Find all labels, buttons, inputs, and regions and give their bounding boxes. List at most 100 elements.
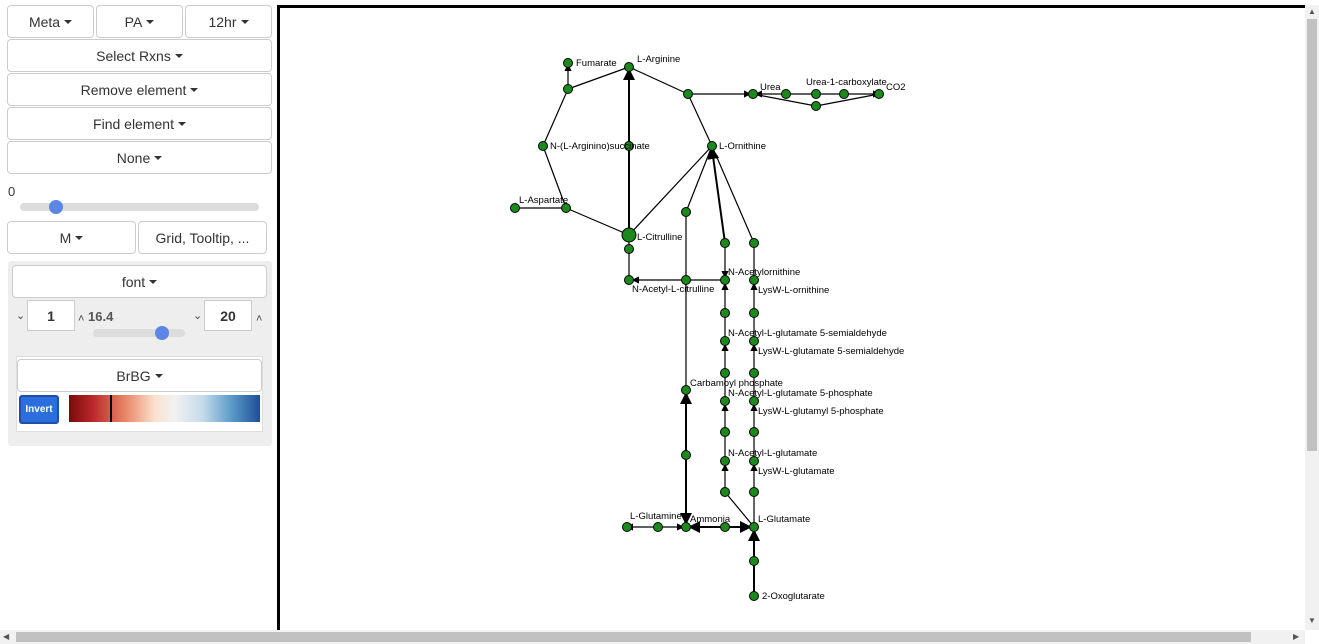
time-dropdown[interactable]: 12hr <box>185 5 272 38</box>
node-lysw-glutamyl-phosphate[interactable] <box>749 396 759 406</box>
reaction-node[interactable] <box>720 308 730 318</box>
scroll-right-icon[interactable]: ▶ <box>1293 632 1300 641</box>
edge <box>628 66 689 95</box>
font-min-input[interactable]: 1 <box>27 300 75 331</box>
reaction-node[interactable] <box>749 556 759 566</box>
pa-dropdown[interactable]: PA <box>96 5 183 38</box>
reaction-node[interactable] <box>653 522 663 532</box>
find-element-dropdown[interactable]: Find element <box>7 107 272 140</box>
reaction-node[interactable] <box>563 84 573 94</box>
none-dropdown[interactable]: None <box>7 141 272 174</box>
reaction-node[interactable] <box>749 487 759 497</box>
chevron-down-icon <box>154 155 163 160</box>
reaction-node[interactable] <box>720 238 730 248</box>
font-max-decrement-icon[interactable]: ⌄ <box>193 310 203 322</box>
chevron-down-icon <box>146 19 155 24</box>
font-max-input[interactable]: 20 <box>204 300 252 331</box>
select-rxns-dropdown[interactable]: Select Rxns <box>7 39 272 72</box>
m-dropdown[interactable]: M <box>7 221 136 254</box>
scroll-up-icon[interactable]: ▲ <box>1308 7 1316 16</box>
node-urea[interactable] <box>748 89 758 99</box>
reaction-node[interactable] <box>720 427 730 437</box>
chevron-down-icon <box>177 121 186 126</box>
node-acetylcitrulline[interactable] <box>681 275 691 285</box>
label-acetylcitrulline: N-Acetyl-L-citrulline <box>632 284 714 295</box>
invert-button[interactable]: Invert <box>19 395 59 424</box>
label-oxoglutarate: 2-Oxoglutarate <box>762 591 825 602</box>
label-lysw-glutamyl-phosphate: LysW-L-glutamyl 5-phosphate <box>758 406 884 417</box>
node-urea-carboxylate[interactable] <box>811 89 821 99</box>
label-co2: CO2 <box>886 82 906 93</box>
chevron-down-icon <box>190 87 199 92</box>
reaction-node[interactable] <box>839 89 849 99</box>
pathway-map[interactable]: Fumarate L-Arginine Urea Urea-1-carboxyl… <box>277 5 1306 630</box>
scroll-left-icon[interactable]: ◀ <box>3 632 10 641</box>
font-min-decrement-icon[interactable]: ⌄ <box>16 310 26 322</box>
node-glutamine[interactable] <box>622 522 632 532</box>
node-carbamoyl-phosphate[interactable] <box>681 385 691 395</box>
label-aspartate: L-Aspartate <box>519 195 568 206</box>
node-ammonia[interactable] <box>681 522 691 532</box>
map-canvas[interactable]: Fumarate L-Arginine Urea Urea-1-carboxyl… <box>277 5 1306 630</box>
node-fumarate[interactable] <box>563 58 573 68</box>
options-dropdown[interactable]: Grid, Tooltip, ... <box>138 221 267 254</box>
node-acetylglutamate[interactable] <box>720 456 730 466</box>
node-oxoglutarate[interactable] <box>749 591 759 601</box>
remove-element-dropdown[interactable]: Remove element <box>7 73 272 106</box>
threshold-slider-thumb[interactable] <box>49 200 64 214</box>
node-co2[interactable] <box>874 89 884 99</box>
node-aspartate[interactable] <box>510 203 520 213</box>
horizontal-scrollbar-thumb[interactable] <box>16 632 1251 642</box>
reaction-node[interactable] <box>624 275 634 285</box>
chevron-down-icon <box>75 235 84 240</box>
node-lysw-glutamate[interactable] <box>749 456 759 466</box>
font-max-increment-icon[interactable]: ˄ <box>256 313 263 325</box>
node-arginine[interactable] <box>624 62 634 72</box>
node-ornithine[interactable] <box>707 141 717 151</box>
node-acetylglutamate-phosphate[interactable] <box>720 396 730 406</box>
node-acetylglutamate-semialdehyde[interactable] <box>720 336 730 346</box>
reaction-node[interactable] <box>624 141 634 151</box>
node-citrulline[interactable] <box>621 227 637 243</box>
font-min-increment-icon[interactable]: ˄ <box>78 313 85 325</box>
label-fumarate: Fumarate <box>576 58 617 69</box>
reaction-node[interactable] <box>749 238 759 248</box>
font-slider-thumb[interactable] <box>155 326 170 340</box>
reaction-node[interactable] <box>720 522 730 532</box>
select-rxns-label: Select Rxns <box>96 47 171 64</box>
label-lysw-glutamate: LysW-L-glutamate <box>758 466 835 477</box>
threshold-slider-track[interactable] <box>20 203 259 211</box>
edge <box>752 93 817 107</box>
edge <box>711 145 755 244</box>
reaction-node[interactable] <box>683 89 693 99</box>
pa-dropdown-label: PA <box>124 13 143 30</box>
vertical-scrollbar-thumb[interactable] <box>1307 19 1317 451</box>
font-dropdown[interactable]: font <box>12 265 267 298</box>
slider-value: 0 <box>8 184 16 199</box>
colormap-dropdown[interactable]: BrBG <box>17 359 262 392</box>
font-slider-track[interactable] <box>93 329 185 337</box>
reaction-node[interactable] <box>749 308 759 318</box>
meta-dropdown[interactable]: Meta <box>7 5 94 38</box>
colormap-gradient[interactable] <box>69 395 260 422</box>
scroll-down-icon[interactable]: ▼ <box>1308 616 1316 625</box>
node-lysw-ornithine[interactable] <box>749 275 759 285</box>
vertical-scrollbar[interactable]: ▲ ▼ <box>1305 5 1319 630</box>
reaction-node[interactable] <box>749 427 759 437</box>
reaction-node[interactable] <box>720 487 730 497</box>
node-acetylornithine[interactable] <box>720 275 730 285</box>
reaction-node[interactable] <box>811 101 821 111</box>
reaction-node[interactable] <box>561 203 571 213</box>
reaction-node[interactable] <box>720 368 730 378</box>
node-glutamate[interactable] <box>749 522 759 532</box>
reaction-node[interactable] <box>681 450 691 460</box>
reaction-node[interactable] <box>749 368 759 378</box>
reaction-node[interactable] <box>624 244 634 254</box>
edge <box>687 93 713 147</box>
label-acetylornithine: N-Acetylornithine <box>728 267 800 278</box>
reaction-node[interactable] <box>681 207 691 217</box>
reaction-node[interactable] <box>781 89 791 99</box>
node-lysw-glutamate-semialdehyde[interactable] <box>749 336 759 346</box>
node-argininosuccinate[interactable] <box>538 141 548 151</box>
horizontal-scrollbar[interactable]: ◀ ▶ <box>0 630 1305 644</box>
